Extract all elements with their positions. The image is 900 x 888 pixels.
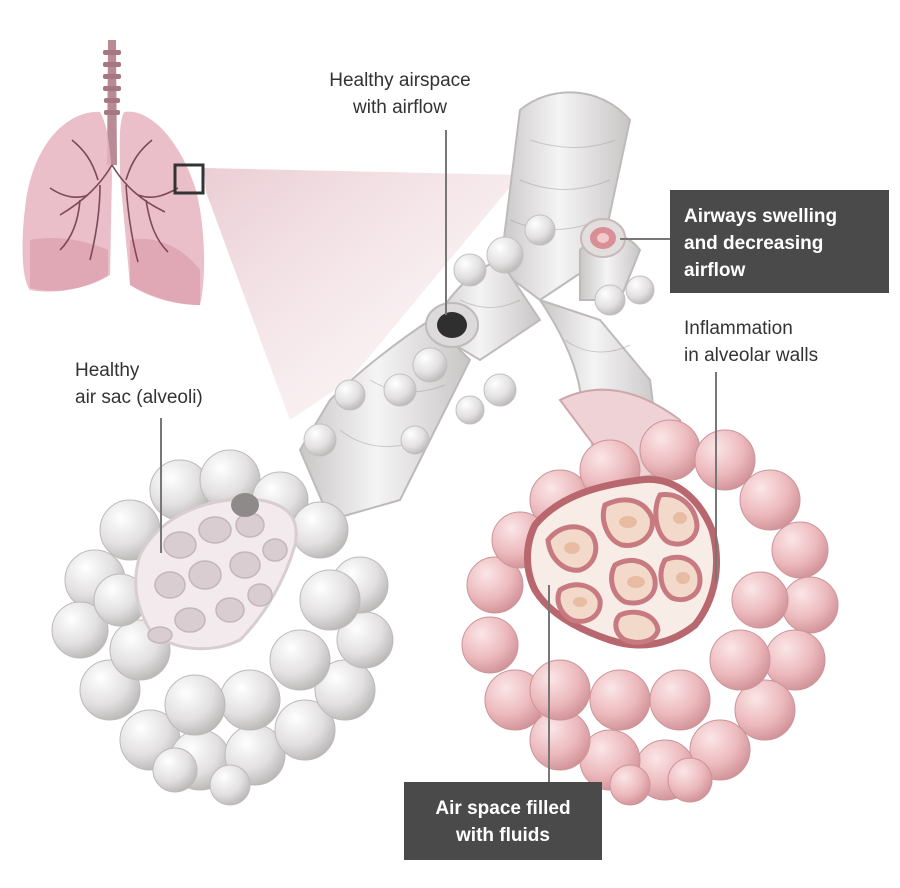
leader-healthy-airspace [445, 130, 447, 315]
label-line: air sac (alveoli) [75, 387, 203, 408]
callout-airways-swelling: Airways swelling and decreasing airflow [670, 190, 889, 293]
zoom-beam [204, 168, 520, 420]
leader-airways-swelling [620, 238, 672, 240]
leader-fluid-space [548, 585, 550, 782]
label-line: with fluids [456, 825, 550, 846]
label-line: Airways swelling [684, 206, 838, 227]
label-line: Healthy airspace [329, 70, 471, 91]
label-healthy-airspace: Healthy airspace with airflow [305, 67, 495, 121]
label-line: with airflow [353, 97, 447, 118]
label-line: Air space filled [435, 798, 571, 819]
leader-inflammation [715, 372, 717, 582]
healthy-alveoli-cutaway [134, 493, 298, 651]
inflamed-alveoli-cutaway [524, 475, 720, 649]
lungs-icon [22, 40, 205, 305]
label-line: in alveolar walls [684, 345, 819, 366]
bronchi [298, 91, 692, 522]
label-line: airflow [684, 260, 746, 281]
label-inflammation: Inflammation in alveolar walls [684, 315, 884, 369]
leader-healthy-air-sac [160, 418, 162, 553]
label-line: Inflammation [684, 318, 793, 339]
magnify-square-icon [173, 163, 205, 195]
label-line: Healthy [75, 360, 140, 381]
label-healthy-air-sac: Healthy air sac (alveoli) [75, 357, 275, 411]
healthy-airway-opening [425, 302, 479, 348]
swollen-airway-opening [580, 218, 626, 258]
callout-fluid-space: Air space filled with fluids [404, 782, 602, 860]
inflamed-alveoli-cluster [461, 419, 839, 806]
label-line: and decreasing [684, 233, 824, 254]
